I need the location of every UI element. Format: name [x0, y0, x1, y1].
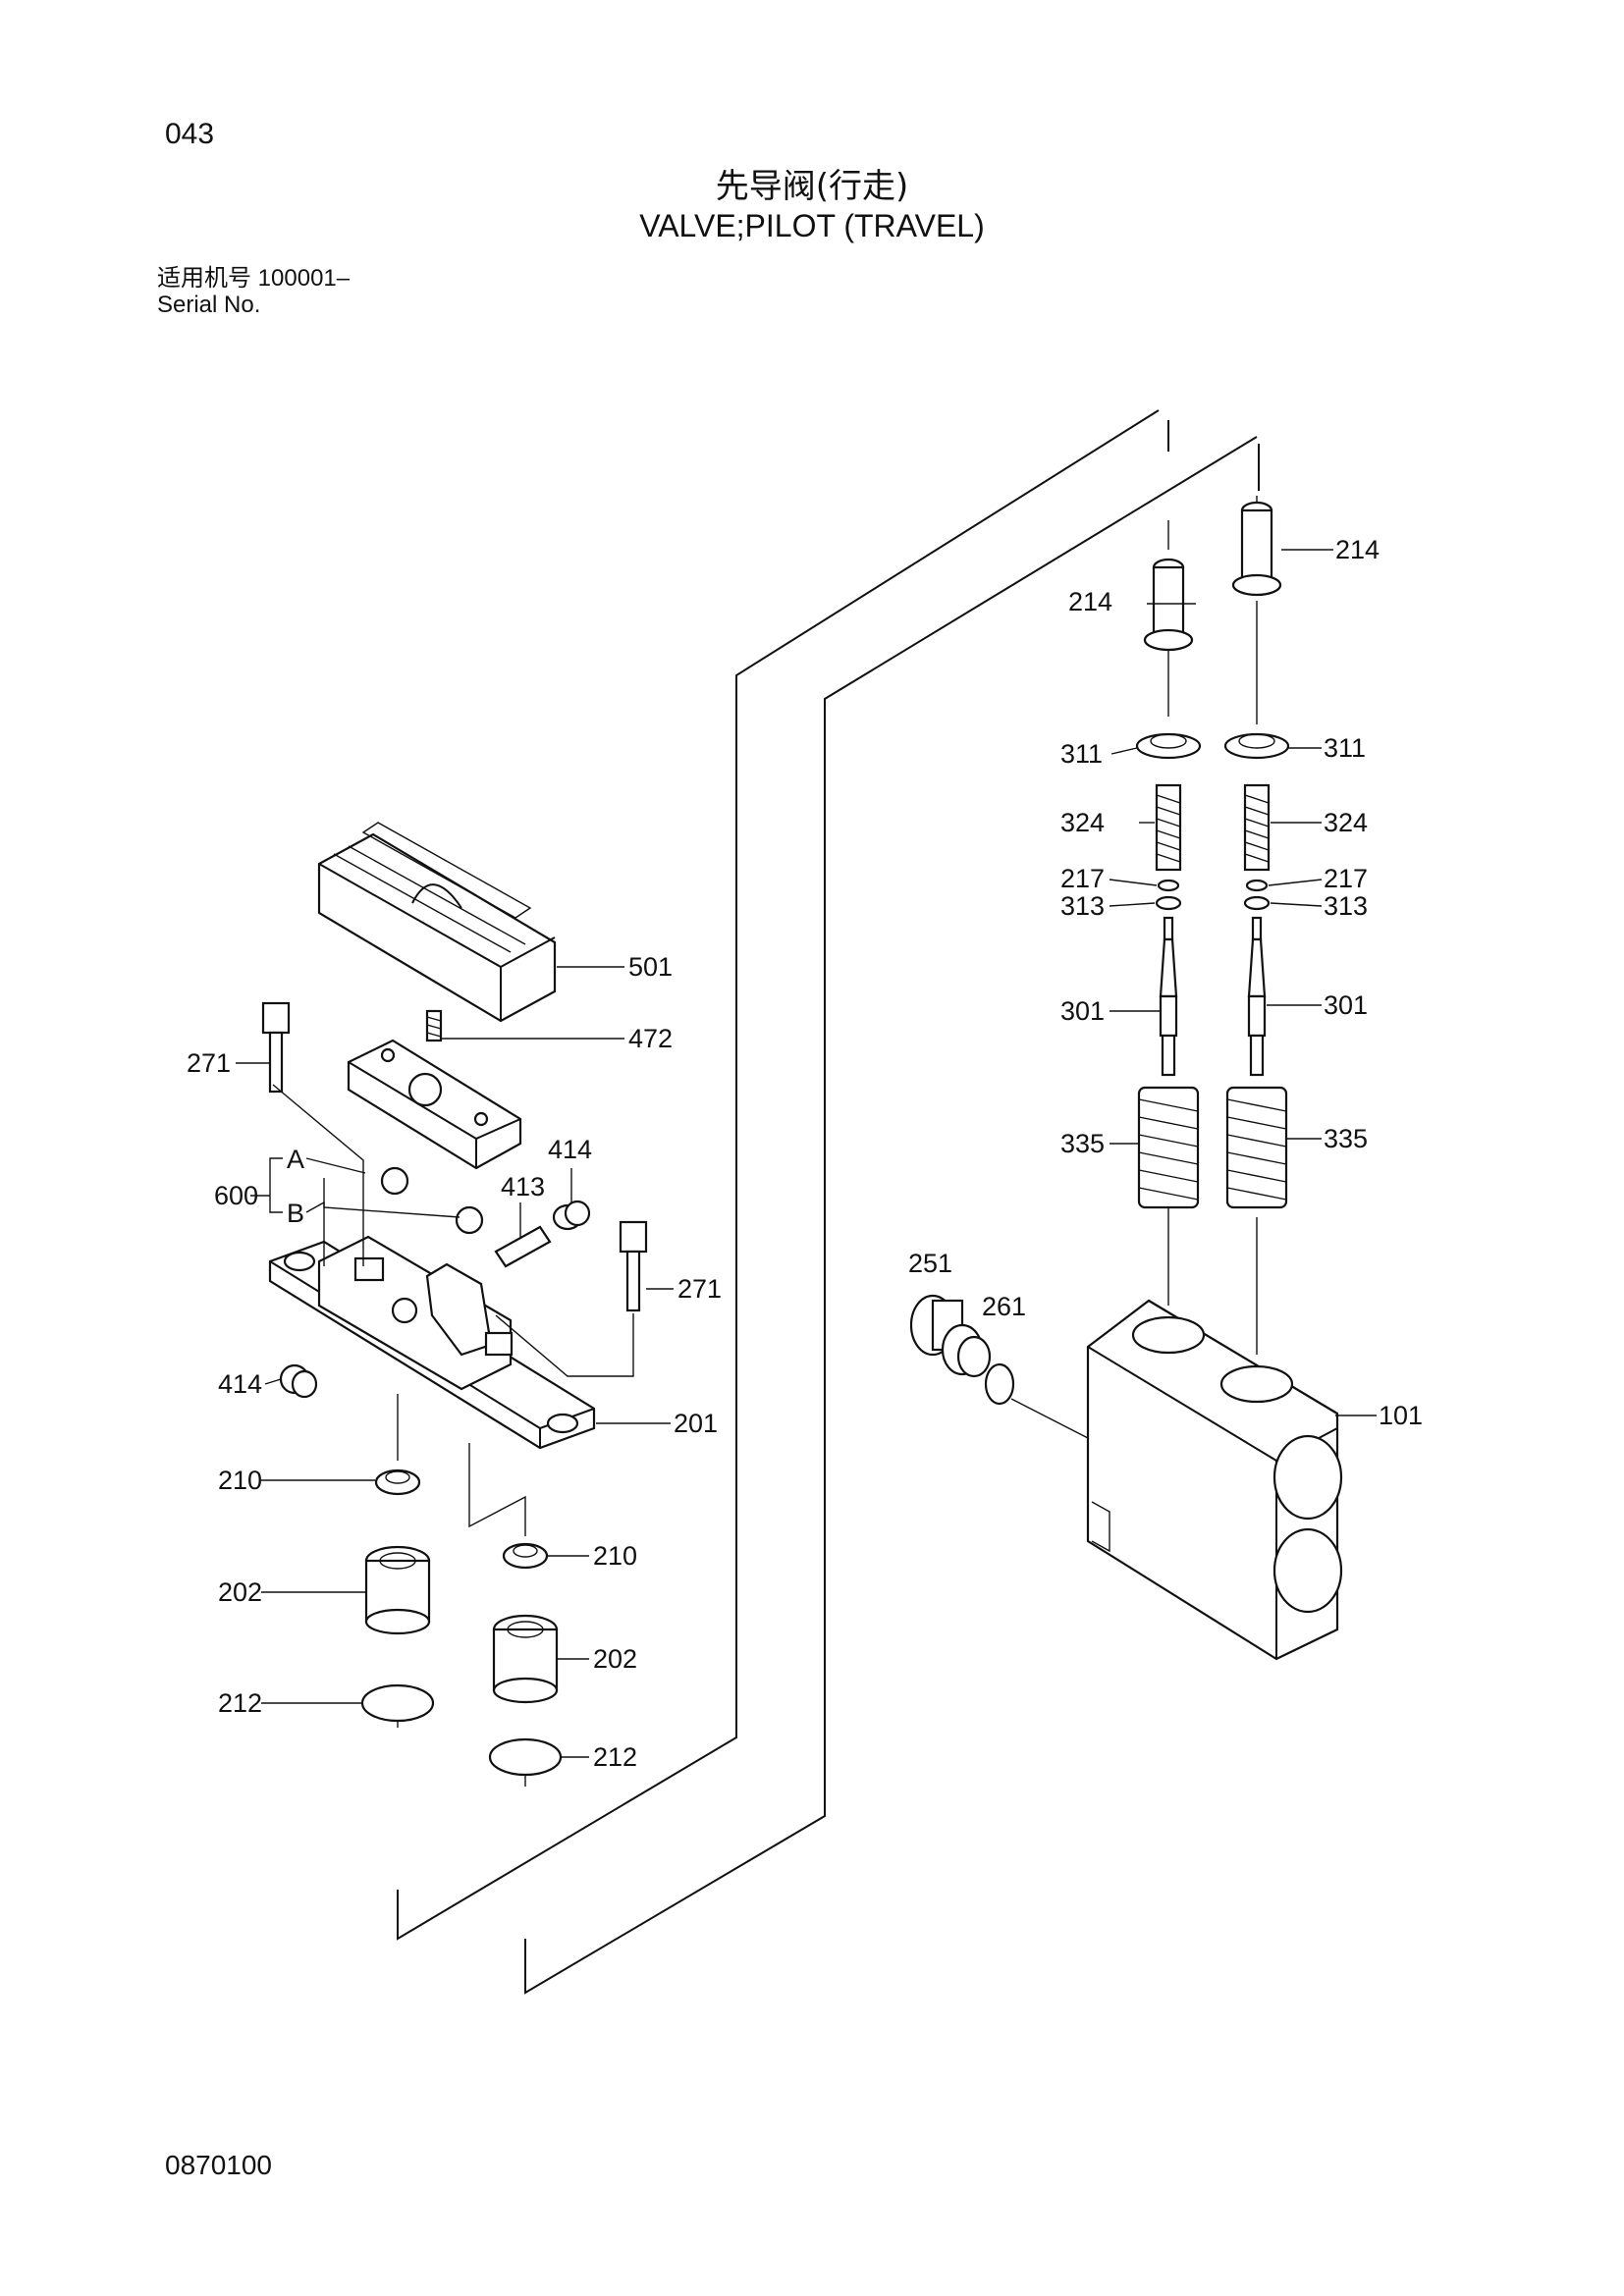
title-chinese: 先导阀(行走)	[715, 167, 909, 206]
washer-217-left	[1157, 879, 1180, 892]
callout-101: 101	[1379, 1401, 1423, 1430]
callout-313-left: 313	[1060, 891, 1105, 921]
callout-501: 501	[628, 952, 673, 982]
spring-335-left	[1137, 1086, 1200, 1209]
callout-271-lower: 271	[677, 1274, 722, 1304]
title-english: VALVE;PILOT (TRAVEL)	[639, 208, 985, 243]
callout-335-left: 335	[1060, 1129, 1105, 1158]
callout-413: 413	[501, 1172, 545, 1201]
o-ring-261	[984, 1362, 1015, 1406]
holder-assembly	[347, 1039, 522, 1170]
serial-value: 100001–	[257, 265, 351, 292]
serial-row-cn: 适用机号 100001–	[157, 264, 351, 293]
callout-217-right: 217	[1324, 864, 1368, 893]
pin-413	[494, 1225, 552, 1268]
bushing-414-lower	[279, 1363, 318, 1399]
boot-cover-501	[317, 822, 557, 1023]
callout-313-right: 313	[1324, 891, 1368, 921]
callout-414-upper: 414	[548, 1135, 592, 1164]
serial-label-en: Serial No.	[157, 292, 261, 318]
callout-414-lower: 414	[218, 1369, 262, 1399]
callout-271-upper: 271	[187, 1048, 231, 1078]
callout-210-left: 210	[218, 1466, 262, 1495]
seal-311-left	[1135, 732, 1202, 760]
callout-214-left: 214	[1068, 587, 1112, 616]
spool-301-right	[1247, 916, 1267, 1077]
spring-324-right	[1243, 783, 1271, 872]
washer-313-right	[1243, 895, 1271, 911]
bolt-271-upper	[261, 1001, 291, 1094]
ball-a	[380, 1166, 409, 1196]
pusher-214-left	[1143, 558, 1194, 652]
callout-335-right: 335	[1324, 1124, 1368, 1153]
callout-214-right: 214	[1335, 535, 1380, 564]
serial-label-cn: 适用机号	[157, 264, 251, 292]
pusher-214-right	[1231, 501, 1282, 597]
callout-301-left: 301	[1060, 996, 1105, 1026]
valve-body-101	[1086, 1299, 1343, 1661]
footer-code: 0870100	[165, 2150, 273, 2180]
callout-212-right: 212	[593, 1742, 637, 1772]
spring-324-left	[1155, 783, 1182, 872]
washer-217-right	[1245, 879, 1269, 892]
callout-324-left: 324	[1060, 808, 1105, 837]
seal-311-right	[1223, 732, 1290, 760]
set-screw-472	[425, 1009, 443, 1042]
axis-lines	[397, 496, 1258, 1787]
washer-313-left	[1155, 895, 1182, 911]
serial-block: 适用机号 100001– Serial No.	[157, 264, 351, 319]
callout-labels: 214 214 311 311 324 324 217 217 313 313 …	[187, 535, 1423, 1772]
plug-202-left	[364, 1545, 431, 1635]
callout-311-left: 311	[1060, 739, 1103, 769]
leader-lines	[236, 549, 1377, 1758]
callout-261: 261	[982, 1292, 1026, 1321]
base-plate-201	[268, 1235, 596, 1450]
page-number: 043	[165, 118, 215, 150]
seal-210-left	[374, 1468, 421, 1496]
callout-301-right: 301	[1324, 990, 1368, 1020]
o-ring-212-left	[360, 1683, 435, 1723]
bushing-414-upper	[552, 1200, 591, 1231]
callout-600: 600	[214, 1181, 258, 1210]
o-ring-212-right	[488, 1737, 563, 1777]
plug-202-right	[492, 1614, 559, 1704]
callout-217-left: 217	[1060, 864, 1105, 893]
plug-251	[909, 1294, 992, 1378]
bolt-271-lower	[619, 1220, 648, 1312]
callout-212-left: 212	[218, 1688, 262, 1718]
callout-251: 251	[908, 1249, 952, 1278]
callout-202-right: 202	[593, 1644, 637, 1674]
spool-301-left	[1159, 916, 1178, 1077]
callout-a: A	[287, 1145, 304, 1174]
callout-210-right: 210	[593, 1541, 637, 1571]
callout-b: B	[287, 1199, 304, 1228]
spring-335-right	[1225, 1086, 1288, 1209]
ball-b	[455, 1205, 484, 1235]
seal-210-right	[502, 1542, 549, 1570]
callout-324-right: 324	[1324, 808, 1368, 837]
callout-311-right: 311	[1324, 733, 1366, 763]
callout-202-left: 202	[218, 1577, 262, 1607]
callout-201: 201	[674, 1409, 718, 1438]
callout-472: 472	[628, 1024, 673, 1053]
assembly-grouping-lines	[397, 409, 1260, 1995]
